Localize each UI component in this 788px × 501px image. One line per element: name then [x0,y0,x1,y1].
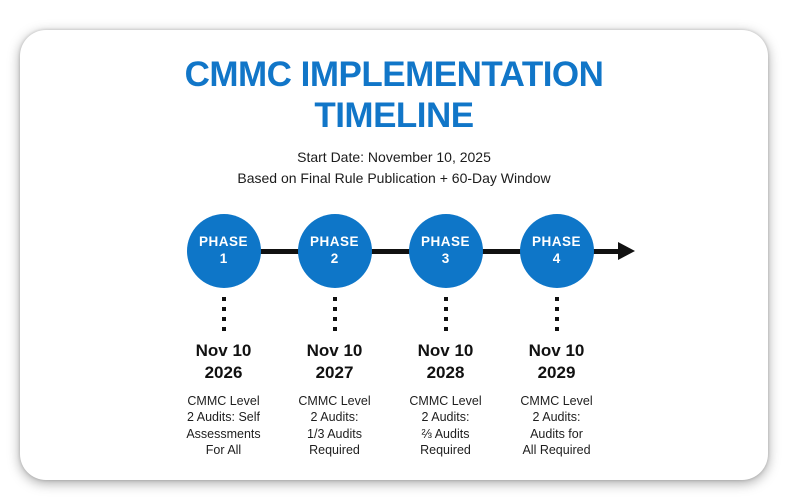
phase-column-1: PHASE 1 Nov 10 2026 CMMC Level 2 Audits:… [168,213,279,458]
dotted-connector [332,296,337,335]
phase-1-circle: PHASE 1 [186,213,261,288]
page-title: CMMC IMPLEMENTATION TIMELINE [184,55,604,136]
subtitle-basis: Based on Final Rule Publication + 60-Day… [237,170,551,187]
phase-2-description: CMMC Level 2 Audits: 1/3 Audits Required [298,394,371,457]
timeline-card: CMMC IMPLEMENTATION TIMELINE Start Date:… [20,30,768,480]
phase-label: PHASE [198,234,248,250]
dotted-connector [554,296,559,335]
phase-2-circle: PHASE 2 [297,213,372,288]
phase-3-date: Nov 10 2028 [417,340,474,383]
phase-3-circle: PHASE 3 [408,213,483,288]
phase-number: 4 [552,250,561,266]
subtitle-start-date: Start Date: November 10, 2025 [297,148,491,165]
phase-2-date: Nov 10 2027 [306,340,363,383]
phase-column-4: PHASE 4 Nov 10 2029 CMMC Level 2 Audits:… [501,213,612,458]
phase-label: PHASE [309,234,359,250]
phase-column-3: PHASE 3 Nov 10 2028 CMMC Level 2 Audits:… [390,213,501,458]
dotted-connector [221,296,226,335]
phase-4-date: Nov 10 2029 [528,340,585,383]
phase-number: 2 [330,250,339,266]
phase-number: 1 [219,250,228,266]
phase-1-description: CMMC Level 2 Audits: Self Assessments Fo… [186,394,261,457]
timeline: PHASE 1 Nov 10 2026 CMMC Level 2 Audits:… [20,213,768,464]
subtitle: Start Date: November 10, 2025 Based on F… [20,147,768,190]
phase-label: PHASE [531,234,581,250]
dotted-connector [443,296,448,335]
phase-columns: PHASE 1 Nov 10 2026 CMMC Level 2 Audits:… [168,213,612,458]
arrow-right-icon [618,241,635,260]
phase-3-description: CMMC Level 2 Audits: ⅔ Audits Required [409,394,482,457]
phase-column-2: PHASE 2 Nov 10 2027 CMMC Level 2 Audits:… [279,213,390,458]
phase-4-description: CMMC Level 2 Audits: Audits for All Requ… [520,394,593,457]
phase-1-date: Nov 10 2026 [195,340,252,383]
phase-number: 3 [441,250,450,266]
phase-4-circle: PHASE 4 [519,213,594,288]
phase-label: PHASE [420,234,470,250]
